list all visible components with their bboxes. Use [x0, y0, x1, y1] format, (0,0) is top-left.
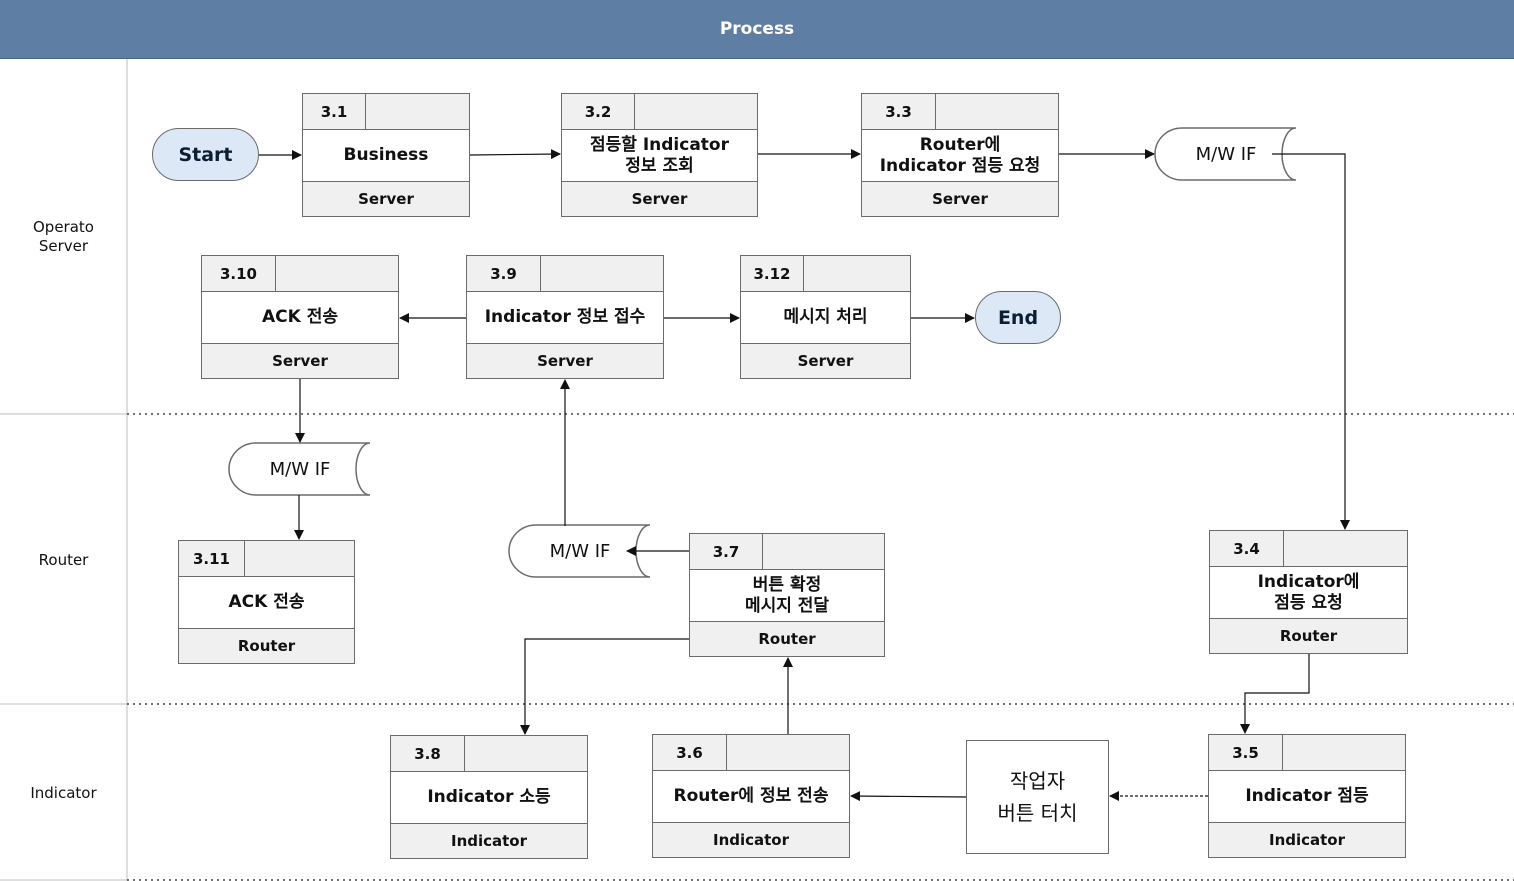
step-actor: Indicator	[391, 823, 587, 858]
step-3-4: 3.4 Indicator에 점등 요청 Router	[1209, 530, 1408, 654]
step-title: Indicator 소등	[427, 787, 551, 807]
step-actor: Router	[1210, 618, 1407, 653]
mwif-ack: M/W IF	[269, 458, 331, 480]
step-title: Indicator 점등	[1245, 786, 1369, 806]
step-title: ACK 전송	[261, 307, 338, 327]
arrow-manual-to-3-6	[850, 791, 967, 802]
step-actor: Server	[303, 181, 469, 216]
step-title: 점등할 Indicator 정보 조회	[589, 134, 729, 176]
arrow-3-7-to-3-8	[520, 638, 689, 735]
step-title: Router에 정보 전송	[673, 786, 829, 806]
step-number: 3.5	[1209, 735, 1283, 770]
manual-step-button-touch: 작업자 버튼 터치	[966, 740, 1109, 854]
step-number: 3.4	[1210, 531, 1284, 566]
process-header: Process	[0, 0, 1514, 59]
step-title: Indicator에 점등 요청	[1257, 571, 1360, 613]
mwif-shape-1	[1154, 127, 1297, 181]
step-3-3: 3.3 Router에 Indicator 점등 요청 Server	[861, 93, 1059, 217]
step-actor: Indicator	[1209, 822, 1405, 857]
lane-label-operato-server: Operato Server	[33, 218, 94, 255]
step-3-12: 3.12 메시지 처리 Server	[740, 255, 911, 379]
step-3-9: 3.9 Indicator 정보 접수 Server	[466, 255, 664, 379]
mwif-server-out: M/W IF	[1195, 143, 1257, 165]
step-title: 메시지 처리	[783, 307, 868, 327]
step-number: 3.12	[741, 256, 804, 291]
mwif-shape-3	[508, 524, 651, 578]
lane-label-router: Router	[38, 551, 89, 569]
step-actor: Server	[202, 343, 398, 378]
step-title: 버튼 확정 메시지 전달	[744, 574, 830, 616]
step-3-1: 3.1 Business Server	[302, 93, 470, 217]
step-number: 3.8	[391, 736, 465, 771]
step-3-2: 3.2 점등할 Indicator 정보 조회 Server	[561, 93, 758, 217]
step-3-11: 3.11 ACK 전송 Router	[178, 540, 355, 664]
step-number: 3.11	[179, 541, 245, 576]
step-actor: Server	[467, 343, 663, 378]
step-title: Indicator 정보 접수	[484, 307, 646, 327]
arrow-mwif-to-3-4	[1272, 153, 1350, 530]
mwif-button-confirm: M/W IF	[549, 540, 611, 562]
step-3-8: 3.8 Indicator 소등 Indicator	[390, 735, 588, 859]
step-number: 3.3	[862, 94, 936, 129]
end-terminal: End	[975, 291, 1061, 344]
step-number: 3.1	[303, 94, 366, 129]
step-3-10: 3.10 ACK 전송 Server	[201, 255, 399, 379]
step-actor: Server	[741, 343, 910, 378]
step-number: 3.10	[202, 256, 276, 291]
step-actor: Indicator	[653, 822, 849, 857]
start-terminal: Start	[152, 128, 259, 181]
arrow-3-1-to-3-2	[469, 149, 561, 160]
step-actor: Server	[862, 181, 1058, 216]
mwif-shape-2	[228, 442, 371, 496]
step-title: Business	[343, 145, 429, 165]
lane-label-indicator: Indicator	[30, 784, 97, 802]
arrow-3-4-to-3-5	[1240, 654, 1310, 734]
step-3-7: 3.7 버튼 확정 메시지 전달 Router	[689, 533, 885, 657]
step-number: 3.2	[562, 94, 635, 129]
step-3-5: 3.5 Indicator 점등 Indicator	[1208, 734, 1406, 858]
header-title: Process	[719, 19, 795, 39]
step-actor: Server	[562, 181, 757, 216]
step-number: 3.9	[467, 256, 541, 291]
step-actor: Router	[690, 621, 884, 656]
step-title: Router에 Indicator 점등 요청	[879, 134, 1041, 176]
step-number: 3.7	[690, 534, 763, 569]
step-3-6: 3.6 Router에 정보 전송 Indicator	[652, 734, 850, 858]
step-number: 3.6	[653, 735, 727, 770]
step-actor: Router	[179, 628, 354, 663]
step-title: ACK 전송	[228, 592, 305, 612]
